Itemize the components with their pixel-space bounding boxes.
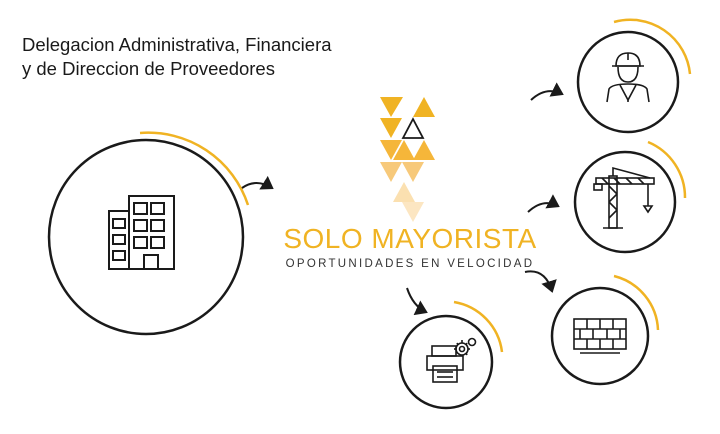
heading-line-2: y de Direccion de Proveedores (22, 58, 275, 79)
brick-wall-icon (573, 318, 627, 354)
brand-subtitle: OPORTUNIDADES EN VELOCIDAD (285, 258, 535, 270)
printer-gear-icon (426, 337, 477, 383)
heading-line-1: Delegacion Administrativa, Financiera (22, 34, 332, 55)
brand: SOLO MAYORISTA OPORTUNIDADES EN VELOCIDA… (280, 224, 540, 272)
brand-title: SOLO MAYORISTA (283, 223, 537, 254)
arrow-to-wall (524, 270, 557, 293)
wall-node (550, 274, 660, 386)
arrow-to-worker (530, 82, 564, 101)
connector-arrows (241, 82, 564, 316)
crane-icon (593, 166, 655, 229)
heading: Delegacion Administrativa, Financiera y … (22, 33, 382, 81)
worker-icon (606, 52, 650, 103)
arrow-to-crane (527, 194, 560, 213)
arrow-hub-to-center (241, 175, 274, 190)
worker-node (576, 18, 692, 134)
crane-node (573, 140, 687, 254)
hub-node (47, 131, 250, 336)
arrow-to-printer (406, 287, 428, 316)
building-icon (108, 195, 175, 270)
logo-mark (380, 97, 435, 222)
printer-node (398, 300, 504, 410)
